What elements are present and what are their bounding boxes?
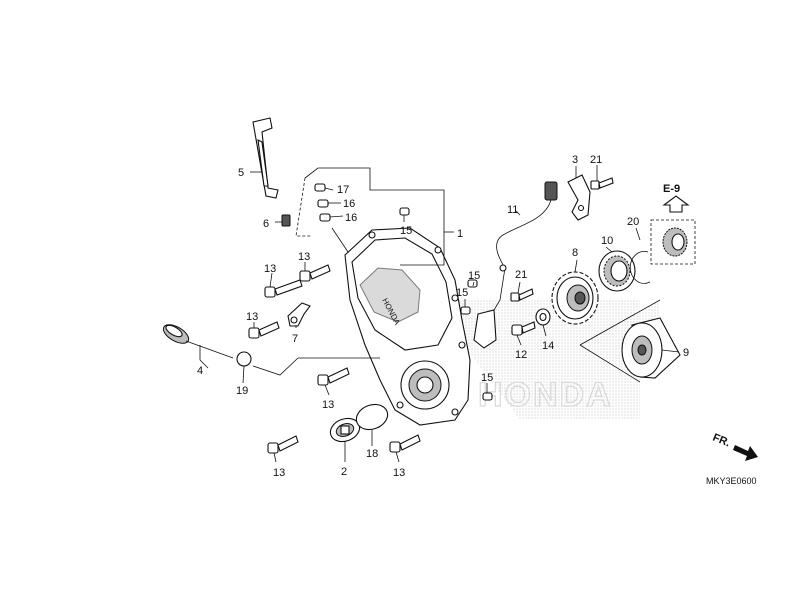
- reference-label: E-9: [663, 183, 680, 195]
- section-line: [579, 299, 661, 346]
- callout: 7: [292, 333, 298, 345]
- callout: 9: [683, 347, 689, 359]
- callout: 19: [236, 385, 248, 397]
- callout: 15: [456, 287, 468, 299]
- callout: 10: [601, 235, 613, 247]
- bolt: [299, 264, 331, 282]
- part-20-circlip: [629, 251, 651, 284]
- part-6-spring: [275, 214, 291, 227]
- callout: 11: [507, 204, 518, 216]
- part-11-sensor: [473, 181, 558, 349]
- callout: 8: [572, 247, 578, 259]
- dowels: [314, 183, 493, 401]
- callout: 13: [298, 251, 310, 263]
- callout: 20: [627, 216, 639, 228]
- callouts: 1 2 3 4 5 6 7 8 9 10 11 12 13 13 13 13 1…: [197, 154, 689, 479]
- callout: 5: [238, 167, 244, 179]
- callout: 15: [481, 372, 493, 384]
- bolt-21: [590, 177, 614, 190]
- callout: 14: [542, 340, 554, 352]
- bolt: [317, 367, 350, 386]
- callout: 2: [341, 466, 347, 478]
- front-direction-indicator: FR.: [711, 432, 758, 461]
- bolt: [267, 435, 299, 454]
- bolt: [248, 321, 280, 339]
- callout: 13: [273, 467, 285, 479]
- callout: 16: [345, 212, 357, 224]
- front-arrow-icon: [733, 445, 758, 461]
- part-18-o-ring: [355, 403, 389, 431]
- part-2-cap: [329, 417, 361, 443]
- part-4-oil-cap: [162, 324, 234, 360]
- part-3-bracket: [567, 174, 591, 221]
- callout: 13: [322, 399, 334, 411]
- part-7-clamp: [287, 302, 311, 327]
- callout: 16: [343, 198, 355, 210]
- callout: 4: [197, 365, 203, 377]
- callout: 21: [515, 269, 527, 281]
- bolt: [389, 434, 421, 453]
- diagram-code: MKY3E0600: [706, 476, 757, 486]
- callout: 1: [457, 228, 463, 240]
- part-5-tube: [250, 117, 279, 199]
- group-bracket: [295, 167, 454, 266]
- callout: 6: [263, 218, 269, 230]
- callout: 12: [515, 349, 527, 361]
- part-19-o-ring: [236, 351, 380, 376]
- reference-e9: E-9: [650, 183, 696, 265]
- callout: 13: [264, 263, 276, 275]
- callout: 18: [366, 448, 378, 460]
- section-line: [579, 344, 641, 383]
- callout: 15: [400, 225, 412, 237]
- callout: 17: [337, 184, 349, 196]
- part-14-washer: [535, 308, 551, 326]
- front-label: FR.: [711, 432, 732, 450]
- part-9-outer: [621, 317, 681, 379]
- callout: 3: [572, 154, 578, 166]
- callout: 15: [468, 270, 480, 282]
- leader-lines: [199, 165, 680, 463]
- callout: 21: [590, 154, 602, 166]
- part-10-clutch: [598, 250, 636, 292]
- crankcase-cover: HONDA: [344, 227, 471, 426]
- watermark-text: HONDA: [478, 376, 613, 414]
- part-8-gear: [551, 271, 599, 325]
- callout: 13: [393, 467, 405, 479]
- callout: 13: [246, 311, 258, 323]
- bolt-21: [510, 288, 534, 302]
